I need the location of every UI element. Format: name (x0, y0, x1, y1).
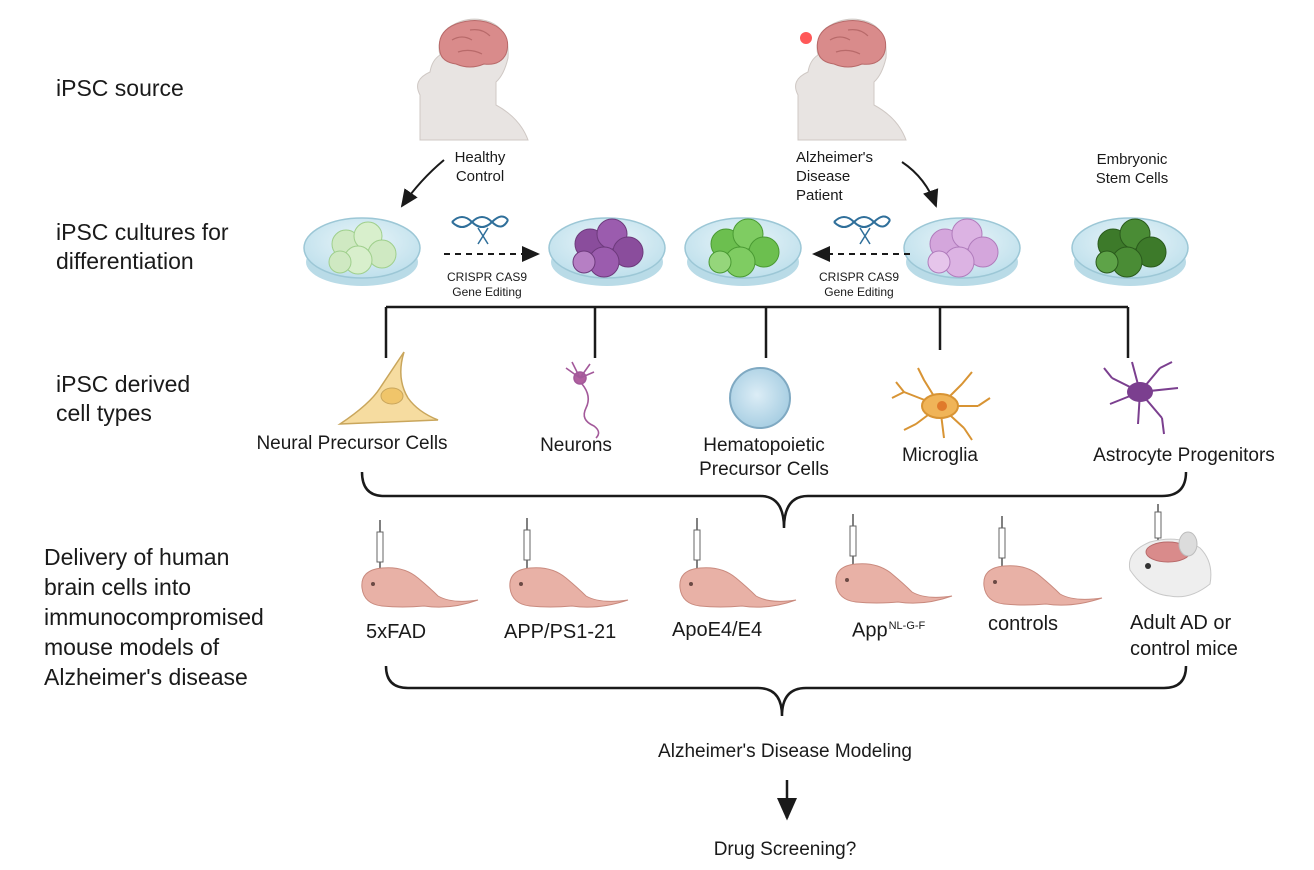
petri-dish-patient (903, 217, 1021, 286)
syringe-icon-6 (1154, 504, 1162, 546)
mouse-pup-icon-2 (509, 567, 629, 608)
mouse-pup-icon-1 (361, 567, 479, 608)
syringe-icon-4 (849, 514, 857, 568)
source-label-patient: Alzheimer's Disease Patient (796, 149, 874, 204)
petri-dish-healthy (303, 217, 421, 286)
healthy-arrow (400, 159, 445, 208)
mouse-label-apoe4: ApoE4/E4 (672, 619, 763, 641)
neuron-icon (565, 361, 600, 439)
adult-mouse-icon (1128, 531, 1212, 598)
cell-type-connector (384, 305, 1130, 358)
hematopoietic-cell-icon (729, 367, 791, 429)
row-label-source: iPSC source (56, 75, 184, 101)
cell-label-hpc: Hematopoietic Precursor Cells (699, 435, 829, 480)
syringe-icon-2 (523, 518, 531, 572)
row-label-derived: iPSC derived cell types (56, 371, 191, 426)
crispr-label-right: CRISPR CAS9 Gene Editing (818, 270, 900, 299)
syringe-icon-3 (693, 518, 701, 572)
row-label-delivery: Delivery of human brain cells into immun… (44, 544, 264, 690)
outcome-screening: Drug Screening? (713, 839, 857, 860)
row-label-cultures: iPSC cultures for differentiation (56, 219, 229, 274)
astrocyte-icon (1103, 361, 1179, 435)
neural-precursor-cell-icon (337, 351, 439, 425)
mouse-pup-icon-3 (679, 567, 797, 608)
patient-head-icon (795, 18, 907, 141)
syringe-icon-1 (376, 520, 384, 572)
mouse-pup-icon-5 (983, 565, 1103, 606)
syringe-icon-5 (998, 516, 1006, 570)
patient-arrow (901, 161, 939, 208)
cell-label-npc: Neural Precursor Cells (256, 433, 448, 454)
cell-label-microglia: Microglia (901, 445, 979, 466)
mouse-pup-icon-4 (835, 563, 953, 604)
crispr-label-left: CRISPR CAS9 Gene Editing (446, 270, 528, 299)
mouse-label-controls: controls (988, 613, 1059, 635)
bracket-mouse-models (384, 665, 1188, 717)
source-label-embryonic: Embryonic Stem Cells (1095, 151, 1169, 187)
mouse-label-app-ps1: APP/PS1-21 (504, 621, 617, 643)
bracket-cell-types (360, 471, 1188, 529)
mouse-label-adult: Adult AD or control mice (1130, 612, 1238, 660)
cell-label-neurons: Neurons (540, 435, 612, 456)
microglia-icon (891, 367, 991, 441)
mouse-label-app-nlgf: AppNL-G-F (852, 619, 926, 642)
petri-dish-edited-purple (548, 217, 666, 286)
petri-dish-esc (1071, 217, 1189, 286)
outcome-modeling: Alzheimer's Disease Modeling (658, 741, 912, 762)
source-label-healthy: Healthy Control (454, 149, 506, 185)
petri-dish-green (684, 217, 802, 286)
cell-label-astro: Astrocyte Progenitors (1093, 445, 1275, 466)
dna-icon-left (451, 215, 509, 245)
healthy-head-icon (417, 18, 529, 141)
dna-icon-right (833, 215, 891, 245)
mouse-label-5xfad: 5xFAD (366, 621, 427, 643)
